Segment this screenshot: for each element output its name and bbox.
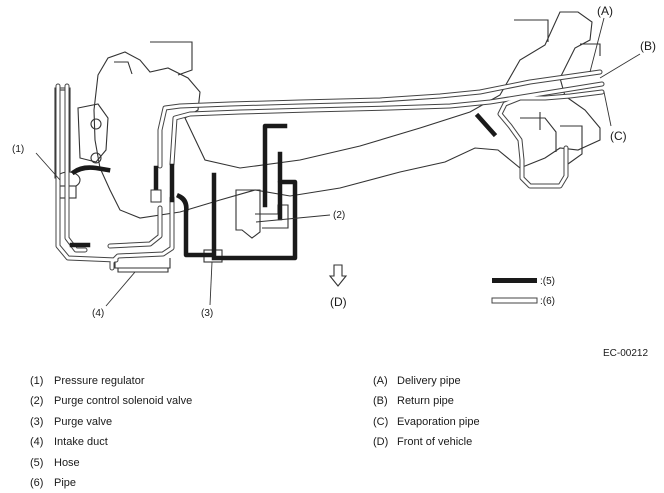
pipe-legend-key: :(6)	[540, 296, 555, 307]
legend-label: Purge control solenoid valve	[54, 395, 193, 408]
legend-item: (3) Purge valve	[30, 412, 192, 432]
pipe-legend-swatch	[491, 297, 538, 304]
callout-a: (A)	[597, 4, 613, 18]
front-of-vehicle-arrow	[328, 264, 348, 287]
hose-legend-swatch	[492, 278, 537, 283]
hose-legend-key: :(5)	[540, 276, 555, 287]
legend-label: Return pipe	[397, 395, 454, 408]
callout-b: (B)	[640, 39, 656, 53]
line-type-legend: :(5) :(6)	[491, 276, 555, 307]
legend-item: (B) Return pipe	[373, 391, 480, 411]
callout-1: (1)	[12, 144, 24, 155]
legend-item: (2) Purge control solenoid valve	[30, 391, 192, 411]
legend-label: Intake duct	[54, 436, 108, 449]
legend-key: (6)	[30, 476, 44, 489]
legend-key: (C)	[373, 415, 389, 428]
legend-item: (1) Pressure regulator	[30, 371, 192, 391]
legend-label: Delivery pipe	[397, 375, 461, 387]
purge-control-solenoid-valve	[235, 189, 289, 239]
legend-key: (A)	[373, 375, 388, 387]
legend-key: (D)	[373, 436, 389, 449]
hoses	[69, 112, 498, 261]
legend-item: (6) Pipe	[30, 473, 192, 493]
legend-item: (C) Evaporation pipe	[373, 412, 480, 432]
leader-lines	[35, 17, 641, 307]
fuel-line-diagram: (1) (2) (3) (4) (A) (B) (C) (D) :(5) :(6…	[12, 4, 656, 319]
reference-code: EC-00212	[603, 348, 649, 359]
legend-label: Hose	[54, 456, 80, 469]
legend-item: (5) Hose	[30, 453, 192, 473]
legend-key: (5)	[30, 456, 44, 469]
pipe-clamp	[150, 189, 162, 203]
callout-c: (C)	[610, 129, 627, 143]
callout-d: (D)	[330, 295, 347, 309]
legend-key: (B)	[373, 395, 388, 408]
legend-key: (1)	[30, 375, 44, 387]
legend-label: Pipe	[54, 476, 77, 489]
callout-3: (3)	[201, 308, 213, 319]
pipes	[55, 69, 605, 271]
legend-label: Pressure regulator	[54, 375, 145, 387]
legend-key: (4)	[30, 436, 44, 449]
numbered-legend: (1) Pressure regulator (2) Purge control s…	[30, 371, 192, 493]
legend-key: (2)	[30, 395, 44, 408]
legend-label: Evaporation pipe	[397, 415, 480, 428]
legend-item: (D) Front of vehicle	[373, 432, 480, 452]
legend-item: (4) Intake duct	[30, 432, 192, 452]
legend-label: Purge valve	[54, 415, 113, 428]
legend-item: (A) Delivery pipe	[373, 371, 480, 391]
legend-label: Front of vehicle	[397, 436, 473, 449]
legend-key: (3)	[30, 415, 44, 428]
lettered-legend: (A) Delivery pipe (B) Return pipe (C) Evapo…	[373, 371, 480, 453]
intake-duct	[114, 258, 171, 273]
callout-2: (2)	[333, 210, 345, 221]
callout-4: (4)	[92, 308, 104, 319]
